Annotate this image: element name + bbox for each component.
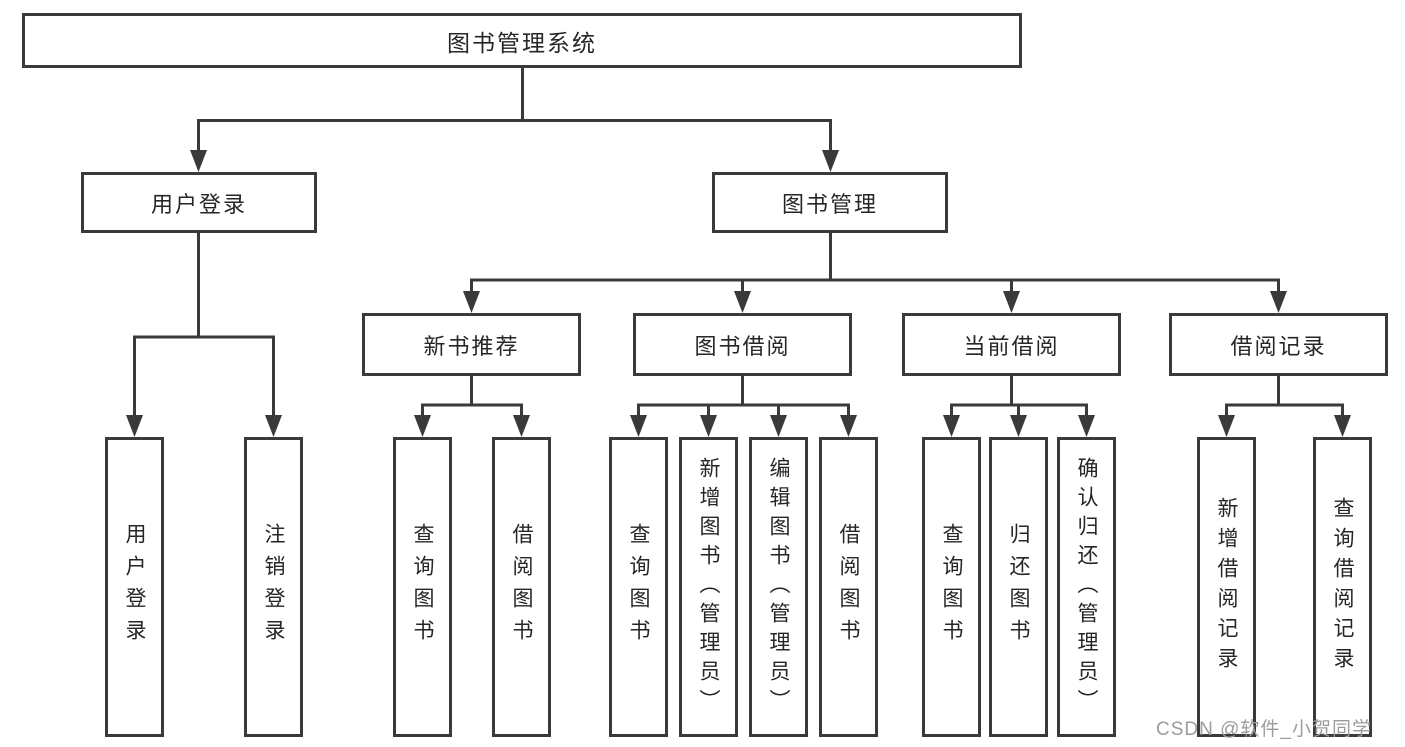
node-bb-edit-book: 编辑图书（管理员） — [749, 437, 808, 737]
node-logout-leaf: 注销登录 — [244, 437, 303, 737]
node-bb-query-book-label: 查询图书 — [627, 523, 650, 651]
node-cb-query-book-label: 查询图书 — [940, 523, 963, 651]
node-bb-query-book: 查询图书 — [609, 437, 668, 737]
node-bb-add-book: 新增图书（管理员） — [679, 437, 738, 737]
node-new-book-rec: 新书推荐 — [362, 313, 581, 376]
node-nb-borrow-book: 借阅图书 — [492, 437, 551, 737]
node-nb-query-book: 查询图书 — [393, 437, 452, 737]
node-root: 图书管理系统 — [22, 13, 1022, 68]
node-bb-add-book-label: 新增图书（管理员） — [697, 456, 720, 718]
node-cb-confirm-return: 确认归还（管理员） — [1057, 437, 1116, 737]
node-book-mgmt: 图书管理 — [712, 172, 948, 233]
node-book-borrow: 图书借阅 — [633, 313, 852, 376]
node-nb-borrow-book-label: 借阅图书 — [510, 523, 533, 651]
node-bb-borrow-book-label: 借阅图书 — [837, 523, 860, 651]
node-br-add-record: 新增借阅记录 — [1197, 437, 1256, 737]
node-borrow-record-label: 借阅记录 — [1230, 333, 1327, 359]
node-new-book-rec-label: 新书推荐 — [423, 333, 520, 359]
node-bb-edit-book-label: 编辑图书（管理员） — [767, 456, 790, 718]
node-cb-query-book: 查询图书 — [922, 437, 981, 737]
node-book-borrow-label: 图书借阅 — [694, 333, 791, 359]
node-bb-borrow-book: 借阅图书 — [819, 437, 878, 737]
node-user-login-leaf-label: 用户登录 — [123, 523, 146, 651]
node-br-add-record-label: 新增借阅记录 — [1215, 497, 1238, 677]
node-cb-confirm-return-label: 确认归还（管理员） — [1075, 456, 1098, 718]
node-user-login-leaf: 用户登录 — [105, 437, 164, 737]
node-current-borrow: 当前借阅 — [902, 313, 1121, 376]
node-borrow-record: 借阅记录 — [1169, 313, 1388, 376]
node-cb-return-book-label: 归还图书 — [1007, 523, 1030, 651]
node-root-label: 图书管理系统 — [447, 29, 597, 56]
node-book-mgmt-label: 图书管理 — [781, 191, 878, 217]
node-cb-return-book: 归还图书 — [989, 437, 1048, 737]
csdn-watermark: CSDN @软件_小贺同学 — [1156, 719, 1372, 740]
node-user-login-group: 用户登录 — [81, 172, 317, 233]
node-br-query-record-label: 查询借阅记录 — [1331, 497, 1354, 677]
node-logout-leaf-label: 注销登录 — [262, 523, 285, 651]
node-current-borrow-label: 当前借阅 — [963, 333, 1060, 359]
node-br-query-record: 查询借阅记录 — [1313, 437, 1372, 737]
node-user-login-group-label: 用户登录 — [150, 191, 247, 217]
node-nb-query-book-label: 查询图书 — [411, 523, 434, 651]
